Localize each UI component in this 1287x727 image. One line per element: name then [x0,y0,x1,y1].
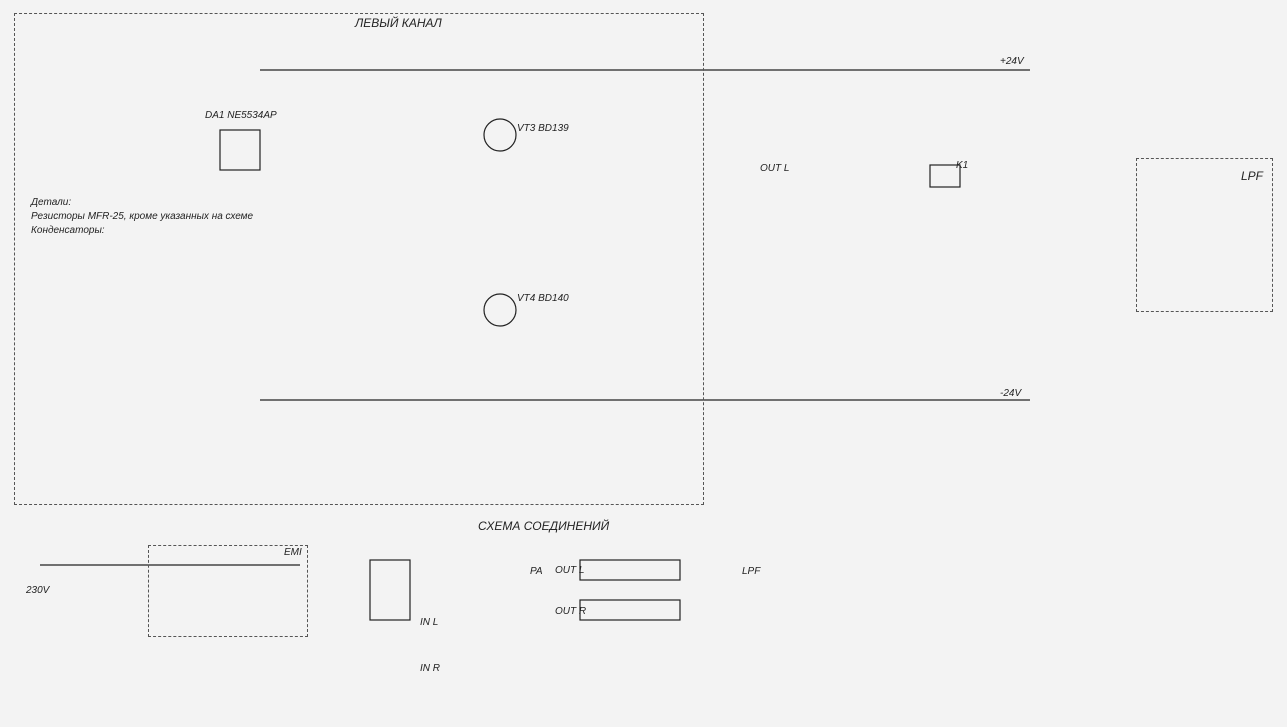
notes-line: Резисторы MFR-25, кроме указанных на схе… [31,211,254,222]
part-label: VT4 BD140 [517,293,569,304]
left-channel-panel: ЛЕВЫЙ КАНАЛ Детали: Резисторы MFR-25, кр… [14,13,704,505]
notes-line: Конденсаторы: [31,225,105,236]
part-label: K1 [956,160,969,171]
wiring-label: LPF [742,566,761,577]
part-label: VT3 BD139 [517,123,569,134]
wiring-label: OUT R [555,606,587,617]
output-inductor-left [579,559,681,581]
emi-filter-box [148,545,308,637]
lpf-title: LPF [1241,169,1264,183]
wiring-label: PA [530,566,543,577]
notes-line: Детали: [31,197,72,208]
rail-label: +24V [1000,56,1024,67]
wiring-title: СХЕМА СОЕДИНЕНИЙ [478,519,610,533]
wiring-label: 230V [26,585,50,596]
relay-symbol [929,164,961,188]
wiring-label: EMI [284,547,302,558]
lpf-panel: LPF [1136,158,1273,312]
output-transistor-upper [483,118,517,152]
left-channel-title: ЛЕВЫЙ КАНАЛ [355,16,442,30]
op-amp-symbol [219,129,261,171]
transformer-symbol [369,559,411,621]
wiring-label: IN R [420,663,440,674]
part-label: OUT L [760,163,790,174]
parts-notes: Детали: Резисторы MFR-25, кроме указанны… [31,196,253,238]
output-inductor-right [579,599,681,621]
wiring-label: IN L [420,617,439,628]
part-label: DA1 NE5534AP [205,110,277,121]
output-transistor-lower [483,293,517,327]
rail-label: -24V [1000,388,1022,399]
wiring-label: OUT L [555,565,585,576]
